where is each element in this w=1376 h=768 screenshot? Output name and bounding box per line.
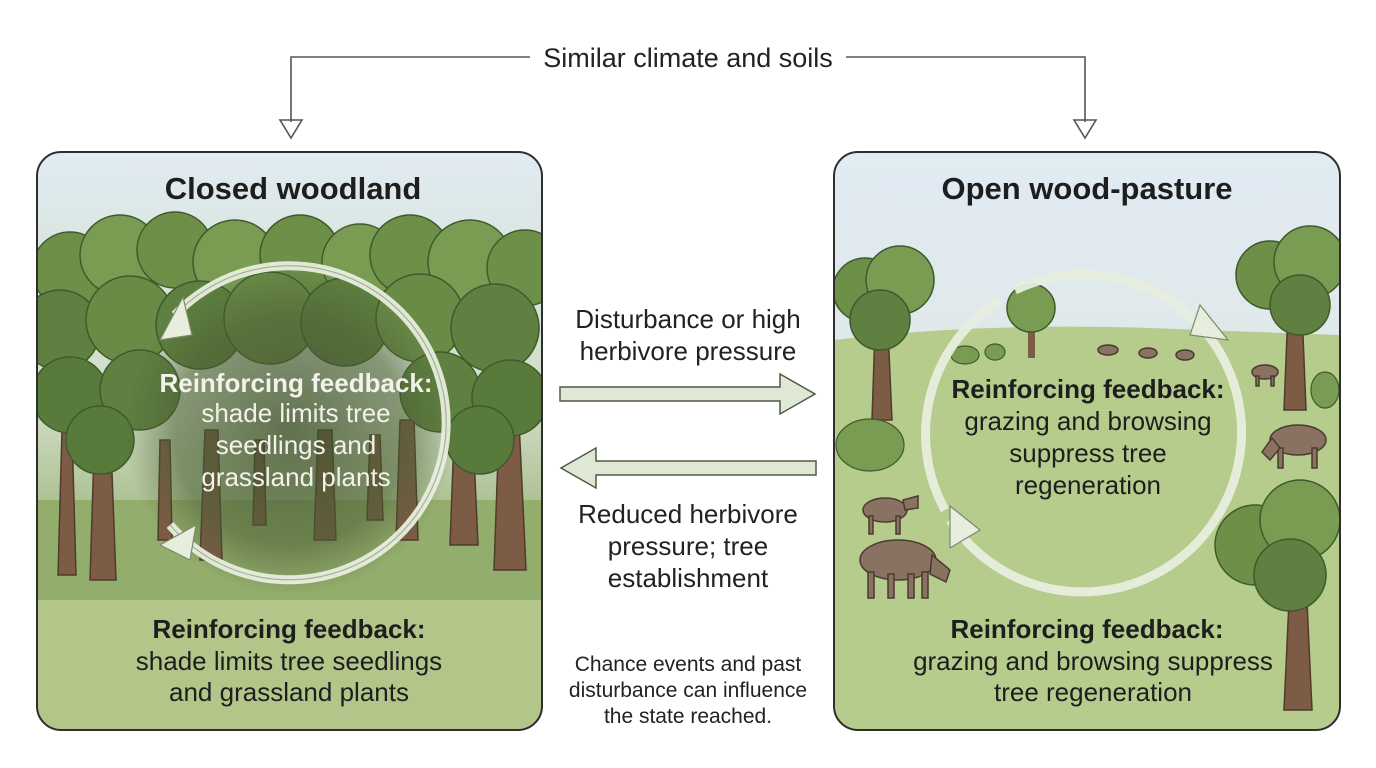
- calf: [862, 495, 919, 535]
- right-bottom-feedback-heading: Reinforcing feedback:: [950, 614, 1223, 644]
- right-pasture-illustration: [834, 225, 1340, 730]
- transition-forward: Disturbance or high herbivore pressure: [559, 304, 817, 416]
- left-bottom-feedback: Reinforcing feedback: shade limits tree …: [136, 614, 442, 707]
- right-cycle-ring-left: [921, 296, 1003, 513]
- forward-arrow: [559, 372, 817, 416]
- left-forest-illustration: [37, 211, 542, 730]
- left-cycle-arrowhead-bottom: [158, 523, 197, 561]
- note-line-2: disturbance can influence: [569, 679, 807, 702]
- right-inner-feedback: Reinforcing feedback: grazing and browsi…: [951, 374, 1224, 500]
- right-panel: Open wood-pasture Reinforcing feedback: …: [833, 151, 1341, 731]
- right-cycle-arrowhead-top: [1189, 303, 1230, 341]
- left-bottom-feedback-line-2: and grassland plants: [169, 677, 409, 707]
- left-panel-border: [36, 151, 543, 731]
- left-panel: Closed woodland Reinforcing feedback: sh…: [36, 151, 543, 731]
- top-connector-left-line: [290, 56, 530, 122]
- transition-back: Reduced herbivore pressure; tree establi…: [559, 446, 817, 593]
- left-inner-feedback-line-3: grassland plants: [201, 462, 390, 492]
- right-bottom-feedback-line-2: tree regeneration: [994, 677, 1192, 707]
- left-feedback-cycle: [158, 261, 451, 585]
- right-bottom-feedback: Reinforcing feedback: grazing and browsi…: [913, 614, 1273, 707]
- left-inner-feedback-line-1: shade limits tree: [201, 398, 390, 428]
- left-cycle-arrowhead-top: [158, 295, 193, 341]
- right-bottom-feedback-line-1: grazing and browsing suppress: [913, 646, 1273, 676]
- right-inner-feedback-line-1: grazing and browsing: [964, 406, 1211, 436]
- top-connector-right-line: [846, 56, 1086, 122]
- shrubs: [835, 343, 1340, 472]
- right-cycle-arrowhead-bottom: [949, 504, 982, 550]
- note: Chance events and past disturbance can i…: [569, 653, 807, 728]
- right-panel-border: [833, 151, 1341, 731]
- left-panel-title: Closed woodland: [165, 171, 422, 206]
- back-arrow: [559, 446, 817, 490]
- right-inner-feedback-heading: Reinforcing feedback:: [951, 374, 1224, 404]
- left-inner-feedback: Reinforcing feedback: shade limits tree …: [159, 368, 432, 492]
- right-inner-feedback-line-2: suppress tree: [1009, 438, 1167, 468]
- left-inner-feedback-heading: Reinforcing feedback:: [159, 368, 432, 398]
- tree-top-right: [1235, 225, 1340, 411]
- grazing-animals: [859, 344, 1327, 599]
- left-inner-feedback-line-2: seedlings and: [216, 430, 376, 460]
- right-inner-feedback-line-3: regeneration: [1015, 470, 1161, 500]
- left-canopy-shade: [125, 265, 455, 595]
- transition-forward-line-1: Disturbance or high: [575, 304, 800, 334]
- tree-left: [834, 245, 935, 421]
- cow-right: [1261, 424, 1327, 469]
- note-line-3: the state reached.: [604, 705, 772, 728]
- left-bottom-feedback-heading: Reinforcing feedback:: [152, 614, 425, 644]
- distant-herd: [1097, 344, 1195, 361]
- top-connector: Similar climate and soils: [278, 43, 1098, 140]
- top-connector-left-arrowhead: [278, 119, 304, 140]
- note-line-1: Chance events and past: [575, 653, 802, 676]
- left-bottom-feedback-line-1: shade limits tree seedlings: [136, 646, 442, 676]
- deer: [1251, 364, 1279, 387]
- transition-back-line-2: pressure; tree: [608, 531, 768, 561]
- left-ground-light: [37, 600, 542, 730]
- tree-bottom-right: [1214, 479, 1340, 711]
- transition-back-line-3: establishment: [608, 563, 769, 593]
- top-label: Similar climate and soils: [543, 43, 833, 73]
- right-panel-title: Open wood-pasture: [941, 171, 1232, 206]
- transition-back-line-1: Reduced herbivore: [578, 499, 798, 529]
- right-cycle-ring-bottom: [946, 517, 1219, 597]
- cow-large: [859, 539, 951, 599]
- right-feedback-cycle: [921, 269, 1247, 597]
- transition-forward-line-2: herbivore pressure: [580, 336, 797, 366]
- top-connector-right-arrowhead: [1072, 119, 1098, 140]
